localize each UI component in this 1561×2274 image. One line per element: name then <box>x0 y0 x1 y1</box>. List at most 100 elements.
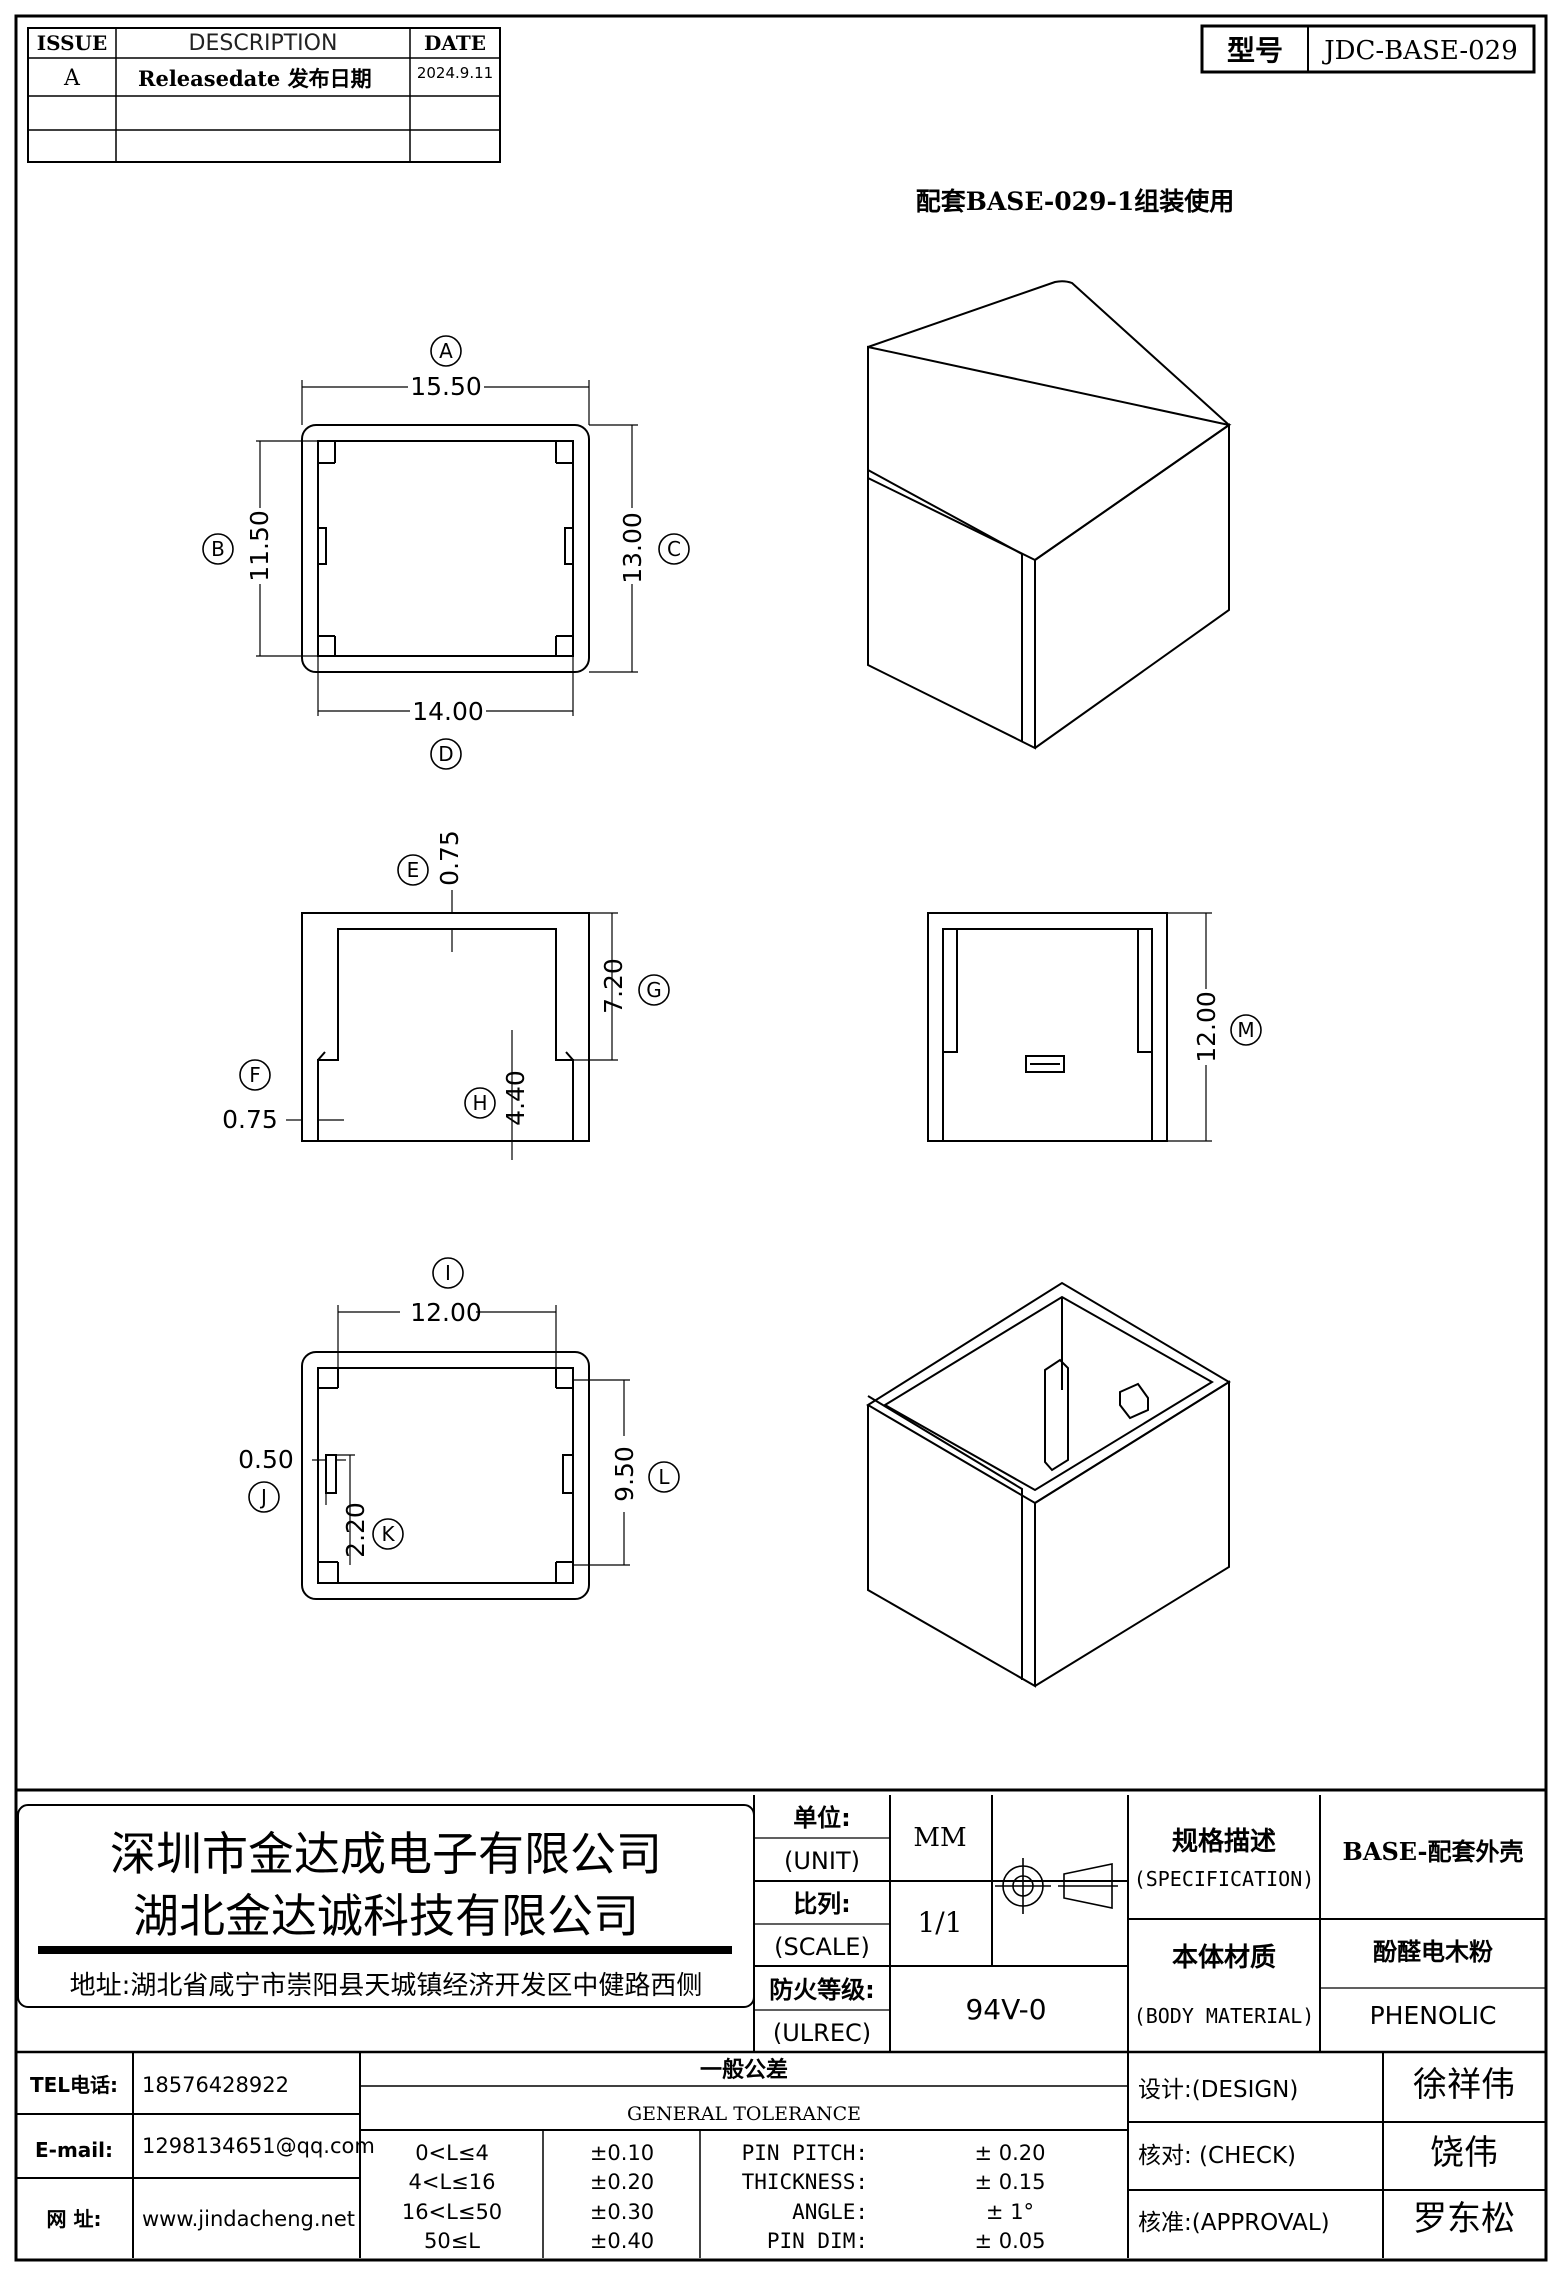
web-value[interactable]: www.jindacheng.net <box>142 2207 355 2231</box>
unit-label-en: (UNIT) <box>784 1847 860 1875</box>
model-label: 型号 <box>1227 34 1283 67</box>
rev-issue-a: A <box>63 66 81 91</box>
tolerance-item-value: ± 1° <box>986 2200 1034 2224</box>
dim-j-value: 0.50 <box>238 1445 294 1474</box>
svg-text:C: C <box>667 537 681 561</box>
unit-label: 单位: <box>793 1804 851 1832</box>
scale-label-en: (SCALE) <box>774 1933 870 1961</box>
email-label: E-mail: <box>35 2138 113 2162</box>
company-name-2: 湖北金达诚科技有限公司 <box>133 1889 639 1943</box>
tolerance-value: ±0.40 <box>590 2229 654 2253</box>
tolerance-title-en: GENERAL TOLERANCE <box>627 2103 861 2125</box>
design-value: 徐祥伟 <box>1413 2065 1515 2105</box>
dim-g-value: 7.20 <box>599 958 628 1014</box>
dim-l-value: 9.50 <box>610 1446 639 1502</box>
callout-circles <box>202 335 1262 1550</box>
tolerance-item: THICKNESS: <box>742 2170 868 2194</box>
tolerance-item: PIN DIM: <box>767 2229 868 2253</box>
dim-d-value: 14.00 <box>412 697 484 726</box>
dim-f-value: 0.75 <box>222 1105 278 1134</box>
tel-label: TEL电话: <box>30 2073 118 2097</box>
ulrec-value: 94V-0 <box>965 1993 1046 2026</box>
tolerance-item-value: ± 0.20 <box>974 2141 1045 2165</box>
svg-text:G: G <box>646 978 662 1002</box>
side-view <box>927 912 1168 1142</box>
check-value: 饶伟 <box>1430 2133 1498 2173</box>
approval-value: 罗东松 <box>1413 2199 1515 2239</box>
svg-text:B: B <box>211 537 225 561</box>
revision-table <box>27 27 501 163</box>
material-label: 本体材质 <box>1172 1943 1276 1973</box>
section-view <box>301 912 590 1142</box>
title-block-grid <box>16 1788 1546 2258</box>
dim-b-value: 11.50 <box>245 510 274 582</box>
rev-header-date: DATE <box>424 31 486 55</box>
spec-label-en: (SPECIFICATION) <box>1134 1867 1315 1891</box>
material-value-cn: 酚醛电木粉 <box>1373 1938 1493 1966</box>
tolerance-range: 16<L≤50 <box>402 2200 502 2224</box>
rev-header-issue: ISSUE <box>37 31 108 55</box>
rev-description-a: Releasedate 发布日期 <box>138 66 372 91</box>
section-view-dimensions <box>286 890 618 1160</box>
spec-value: BASE-配套外壳 <box>1343 1837 1524 1866</box>
rev-date-a: 2024.9.11 <box>417 64 493 82</box>
svg-text:F: F <box>249 1063 261 1087</box>
tel-value: 18576428922 <box>142 2073 289 2097</box>
svg-text:A: A <box>439 339 453 363</box>
spec-label: 规格描述 <box>1172 1826 1276 1857</box>
svg-text:J: J <box>259 1485 267 1509</box>
ulrec-label: 防火等级: <box>769 1976 875 2004</box>
tolerance-range: 4<L≤16 <box>409 2170 496 2194</box>
dim-i-value: 12.00 <box>410 1298 482 1327</box>
scale-label: 比列: <box>793 1890 851 1918</box>
tolerance-value: ±0.30 <box>590 2200 654 2224</box>
material-value-en: PHENOLIC <box>1370 2001 1497 2030</box>
company-name-1: 深圳市金达成电子有限公司 <box>110 1827 662 1881</box>
tolerance-item: PIN PITCH: <box>742 2141 868 2165</box>
top-view-dimensions <box>256 380 638 716</box>
tolerance-title-cn: 一般公差 <box>700 2057 788 2083</box>
scale-value: 1/1 <box>917 1906 962 1939</box>
top-view <box>301 424 590 673</box>
svg-text:D: D <box>438 742 453 766</box>
dim-k-value: 2.20 <box>341 1502 370 1558</box>
bottom-view <box>301 1351 590 1600</box>
tolerance-item-value: ± 0.05 <box>974 2229 1045 2253</box>
email-value[interactable]: 1298134651@qq.com <box>142 2134 375 2158</box>
material-label-en: (BODY MATERIAL) <box>1134 2004 1315 2028</box>
dim-h-value: 4.40 <box>501 1070 530 1126</box>
tolerance-item: ANGLE: <box>792 2200 868 2224</box>
model-value: JDC-BASE-029 <box>1321 36 1518 66</box>
ulrec-label-en: (ULREC) <box>773 2019 871 2047</box>
svg-text:I: I <box>445 1261 451 1285</box>
iso-view-open <box>866 1281 1231 1688</box>
tolerance-range: 0<L≤4 <box>415 2141 489 2165</box>
company-address: 地址:湖北省咸宁市崇阳县天城镇经济开发区中健路西侧 <box>70 1971 703 2001</box>
tolerance-value: ±0.20 <box>590 2170 654 2194</box>
dim-m-value: 12.00 <box>1192 991 1221 1063</box>
callout-letters: A B C D E G F H M I L J K <box>211 339 1255 1546</box>
approval-label: 核准:(APPROVAL) <box>1138 2210 1330 2236</box>
assembly-note: 配套BASE-029-1组装使用 <box>916 187 1234 216</box>
dim-e-value: 0.75 <box>435 830 464 886</box>
model-box <box>1200 24 1536 74</box>
svg-text:H: H <box>472 1091 487 1115</box>
tolerance-item-value: ± 0.15 <box>974 2170 1045 2194</box>
tolerance-range: 50≤L <box>424 2229 480 2253</box>
unit-value: MM <box>913 1823 966 1853</box>
tolerance-value: ±0.10 <box>590 2141 654 2165</box>
svg-text:K: K <box>381 1522 395 1546</box>
web-label: 网 址: <box>47 2207 102 2231</box>
rev-header-description: DESCRIPTION <box>189 31 338 56</box>
svg-text:L: L <box>658 1465 670 1489</box>
projection-symbol <box>995 1858 1118 1914</box>
iso-view-closed <box>867 280 1232 750</box>
design-label: 设计:(DESIGN) <box>1138 2077 1298 2103</box>
sheet-border <box>14 14 1548 2262</box>
check-label: 核对: (CHECK) <box>1138 2143 1296 2169</box>
dim-c-value: 13.00 <box>618 512 647 584</box>
svg-text:E: E <box>407 858 420 882</box>
svg-text:M: M <box>1237 1018 1254 1042</box>
dim-a-value: 15.50 <box>410 372 482 401</box>
